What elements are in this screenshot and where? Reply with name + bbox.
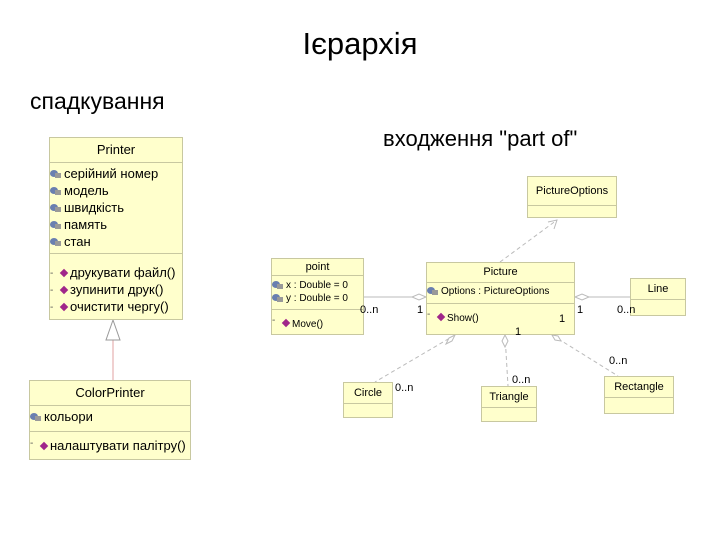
class-triangle[interactable]: Triangle <box>481 386 537 422</box>
part-of-heading: входження "part of" <box>383 126 578 151</box>
class-name: Line <box>631 279 685 300</box>
attribute: модель <box>50 182 182 199</box>
operation: Show() <box>427 309 574 324</box>
attribute: швидкість <box>50 199 182 216</box>
class-name: Rectangle <box>605 377 673 398</box>
class-name: Circle <box>344 383 392 404</box>
operation: зупинити друк() <box>50 281 182 299</box>
attribute: Options : PictureOptions <box>427 286 574 297</box>
class-name: Printer <box>50 138 182 163</box>
attribute: память <box>50 216 182 233</box>
attribute: стан <box>50 233 182 250</box>
multiplicity-label: 0..n <box>609 355 628 367</box>
multiplicity-label: 0..n <box>360 304 379 316</box>
class-picture[interactable]: Picture Options : PictureOptions Show() <box>426 262 575 335</box>
class-name: Triangle <box>482 387 536 408</box>
operation-icon <box>272 315 290 329</box>
attribute-icon <box>50 170 62 179</box>
multiplicity-label: 1 <box>559 313 566 325</box>
multiplicity-label: 0..n <box>617 304 636 316</box>
operation-icon <box>427 309 445 323</box>
picture-circle-line <box>374 334 456 383</box>
attribute: y : Double = 0 <box>272 292 363 305</box>
operations-section: Show() <box>427 304 574 324</box>
dependency-line <box>499 219 558 263</box>
attribute: серійний номер <box>50 165 182 182</box>
class-line[interactable]: Line <box>630 278 686 316</box>
attributes-section: серійний номер модель швидкість память с… <box>50 163 182 254</box>
triangle-aggregation-diamond <box>501 333 509 349</box>
point-aggregation-diamond <box>410 293 428 301</box>
attribute-icon <box>50 204 62 213</box>
circle-aggregation-diamond <box>444 333 457 346</box>
class-name: Picture <box>427 263 574 283</box>
rectangle-aggregation-diamond <box>551 334 562 342</box>
class-color-printer[interactable]: ColorPrinter кольори налаштувати палітру… <box>29 380 191 460</box>
operations-section: друкувати файл() зупинити друк() очистит… <box>50 254 182 316</box>
picture-rectangle-line <box>551 334 619 377</box>
class-printer[interactable]: Printer серійний номер модель швидкість … <box>49 137 183 320</box>
class-rectangle[interactable]: Rectangle <box>604 376 674 414</box>
attributes-section: x : Double = 0 y : Double = 0 <box>272 276 363 310</box>
class-name: ColorPrinter <box>30 381 190 406</box>
multiplicity-label: 1 <box>577 304 584 316</box>
multiplicity-label: 1 <box>417 304 424 316</box>
operation: налаштувати палітру() <box>30 438 190 453</box>
class-point[interactable]: point x : Double = 0 y : Double = 0 Move… <box>271 258 364 335</box>
class-name: point <box>272 259 363 276</box>
dependency-arrowhead <box>547 219 558 230</box>
attribute-icon <box>272 280 284 290</box>
attribute-icon <box>50 187 62 196</box>
attributes-section: Options : PictureOptions <box>427 283 574 304</box>
class-picture-options[interactable]: PictureOptions <box>527 176 617 218</box>
multiplicity-label: 1 <box>515 326 522 338</box>
operation: Move() <box>272 315 363 330</box>
multiplicity-label: 0..n <box>512 374 531 386</box>
attribute-icon <box>30 413 42 422</box>
generalization-arrowhead <box>105 318 121 341</box>
inheritance-heading: спадкування <box>30 88 165 114</box>
multiplicity-label: 0..n <box>395 382 414 394</box>
attribute-icon <box>272 293 284 303</box>
operations-section: Move() <box>272 310 363 330</box>
operation-icon <box>50 299 68 316</box>
attribute-icon <box>50 238 62 247</box>
operations-section: налаштувати палітру() <box>30 432 190 453</box>
operation-icon <box>50 265 68 282</box>
class-name: PictureOptions <box>528 177 616 206</box>
line-aggregation-diamond <box>573 293 591 301</box>
attribute: кольори <box>30 409 190 424</box>
class-circle[interactable]: Circle <box>343 382 393 418</box>
operation: друкувати файл() <box>50 264 182 282</box>
attribute-icon <box>427 286 439 296</box>
attribute-icon <box>50 221 62 230</box>
slide-title: Ієрархія <box>302 26 418 61</box>
attribute: x : Double = 0 <box>272 279 363 292</box>
attributes-section: кольори <box>30 406 190 432</box>
operation-icon <box>50 282 68 299</box>
operation: очистити чергу() <box>50 298 182 316</box>
operation-icon <box>30 438 48 452</box>
